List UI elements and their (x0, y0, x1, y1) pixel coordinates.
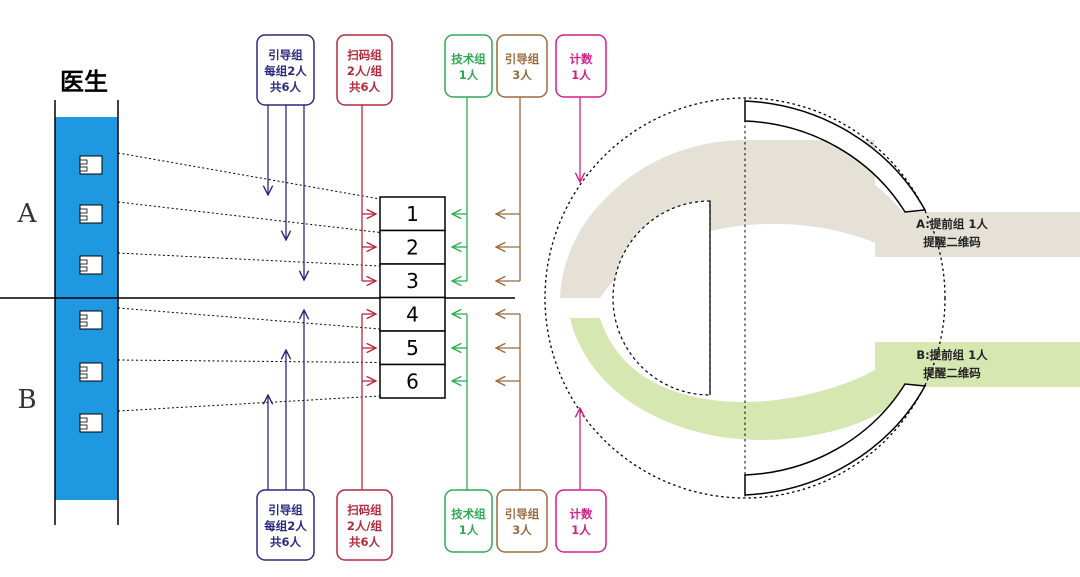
desk-icon (79, 362, 103, 382)
role-box-text: 共6人 (349, 535, 381, 549)
role-box-text: 扫码组 (347, 48, 382, 62)
exit-area (544, 97, 1080, 499)
station-number: 6 (406, 370, 419, 394)
role-box-text: 3人 (512, 523, 532, 537)
station-4: 4 (379, 296, 446, 332)
role-box-text: 计数 (570, 507, 593, 521)
zone-b-label: B (17, 385, 36, 415)
role-box-text: 1人 (459, 523, 479, 537)
top-tech-box: 技术组 1人 (444, 34, 493, 98)
role-box-text: 引导组 (268, 48, 303, 62)
role-box-text: 共6人 (270, 535, 302, 549)
station-5: 5 (379, 330, 446, 366)
role-box-text: 计数 (570, 52, 593, 66)
band-a-arc (560, 142, 905, 298)
station-1: 1 (379, 196, 446, 232)
flow-arrows (268, 97, 580, 490)
bottom-arc-shell (744, 383, 927, 496)
sightline (117, 152, 381, 200)
role-box-text: 引导组 (268, 503, 303, 517)
role-box-text: 1人 (571, 68, 591, 82)
role-box-text: 引导组 (505, 52, 540, 66)
station-number: 5 (406, 336, 419, 360)
top-guide2-box: 引导组 3人 (496, 34, 548, 98)
reminder-a-line1: A:提前组 1人 (916, 217, 988, 231)
sightline (117, 307, 381, 330)
band-a-strip (875, 212, 1080, 257)
sightline (117, 252, 381, 267)
desk-icon (79, 204, 103, 224)
role-box-text: 3人 (512, 68, 532, 82)
role-box-text: 共6人 (270, 80, 302, 94)
doctor-desks (79, 155, 103, 433)
station-number: 1 (406, 202, 419, 226)
doctor-label: 医生 (60, 68, 108, 96)
dotted-sightlines (117, 152, 381, 412)
station-3: 3 (379, 263, 446, 299)
reminder-b-line2: 提醒二维码 (923, 366, 981, 380)
station-6: 6 (379, 363, 446, 399)
role-box-text: 技术组 (451, 52, 486, 66)
station-number: 2 (406, 236, 419, 260)
station-number: 3 (406, 269, 419, 293)
bottom-count-box: 计数 1人 (555, 489, 607, 553)
band-b-arc (570, 318, 910, 440)
desk-icon (79, 310, 103, 330)
inner-room (612, 200, 711, 396)
desk-icon (79, 155, 103, 175)
role-box-text: 每组2人 (264, 519, 307, 533)
station-number: 4 (406, 303, 419, 327)
reminder-b-line1: B:提前组 1人 (916, 348, 988, 362)
zone-a-label: A (17, 199, 38, 229)
role-box-text: 每组2人 (264, 64, 307, 78)
desk-icon (79, 413, 103, 433)
desk-icon (79, 255, 103, 275)
top-count-box: 计数 1人 (555, 34, 607, 98)
sightline (117, 359, 381, 363)
bottom-tech-box: 技术组 1人 (444, 489, 493, 553)
doctor-bar (55, 117, 118, 500)
role-box-text: 扫码组 (347, 503, 382, 517)
role-box-text: 技术组 (451, 507, 486, 521)
role-box-text: 1人 (459, 68, 479, 82)
sightline (117, 395, 381, 412)
role-box-text: 1人 (571, 523, 591, 537)
station-column: 1 2 3 4 5 6 (379, 196, 446, 399)
role-box-text: 2人/组 (347, 519, 383, 533)
top-arc-shell (744, 100, 927, 213)
role-box-text: 2人/组 (347, 64, 383, 78)
reminder-a-line2: 提醒二维码 (923, 235, 981, 249)
station-2: 2 (379, 229, 446, 265)
role-box-text: 共6人 (349, 80, 381, 94)
bottom-guide2-box: 引导组 3人 (496, 489, 548, 553)
sightline (117, 201, 381, 233)
role-box-text: 引导组 (505, 507, 540, 521)
